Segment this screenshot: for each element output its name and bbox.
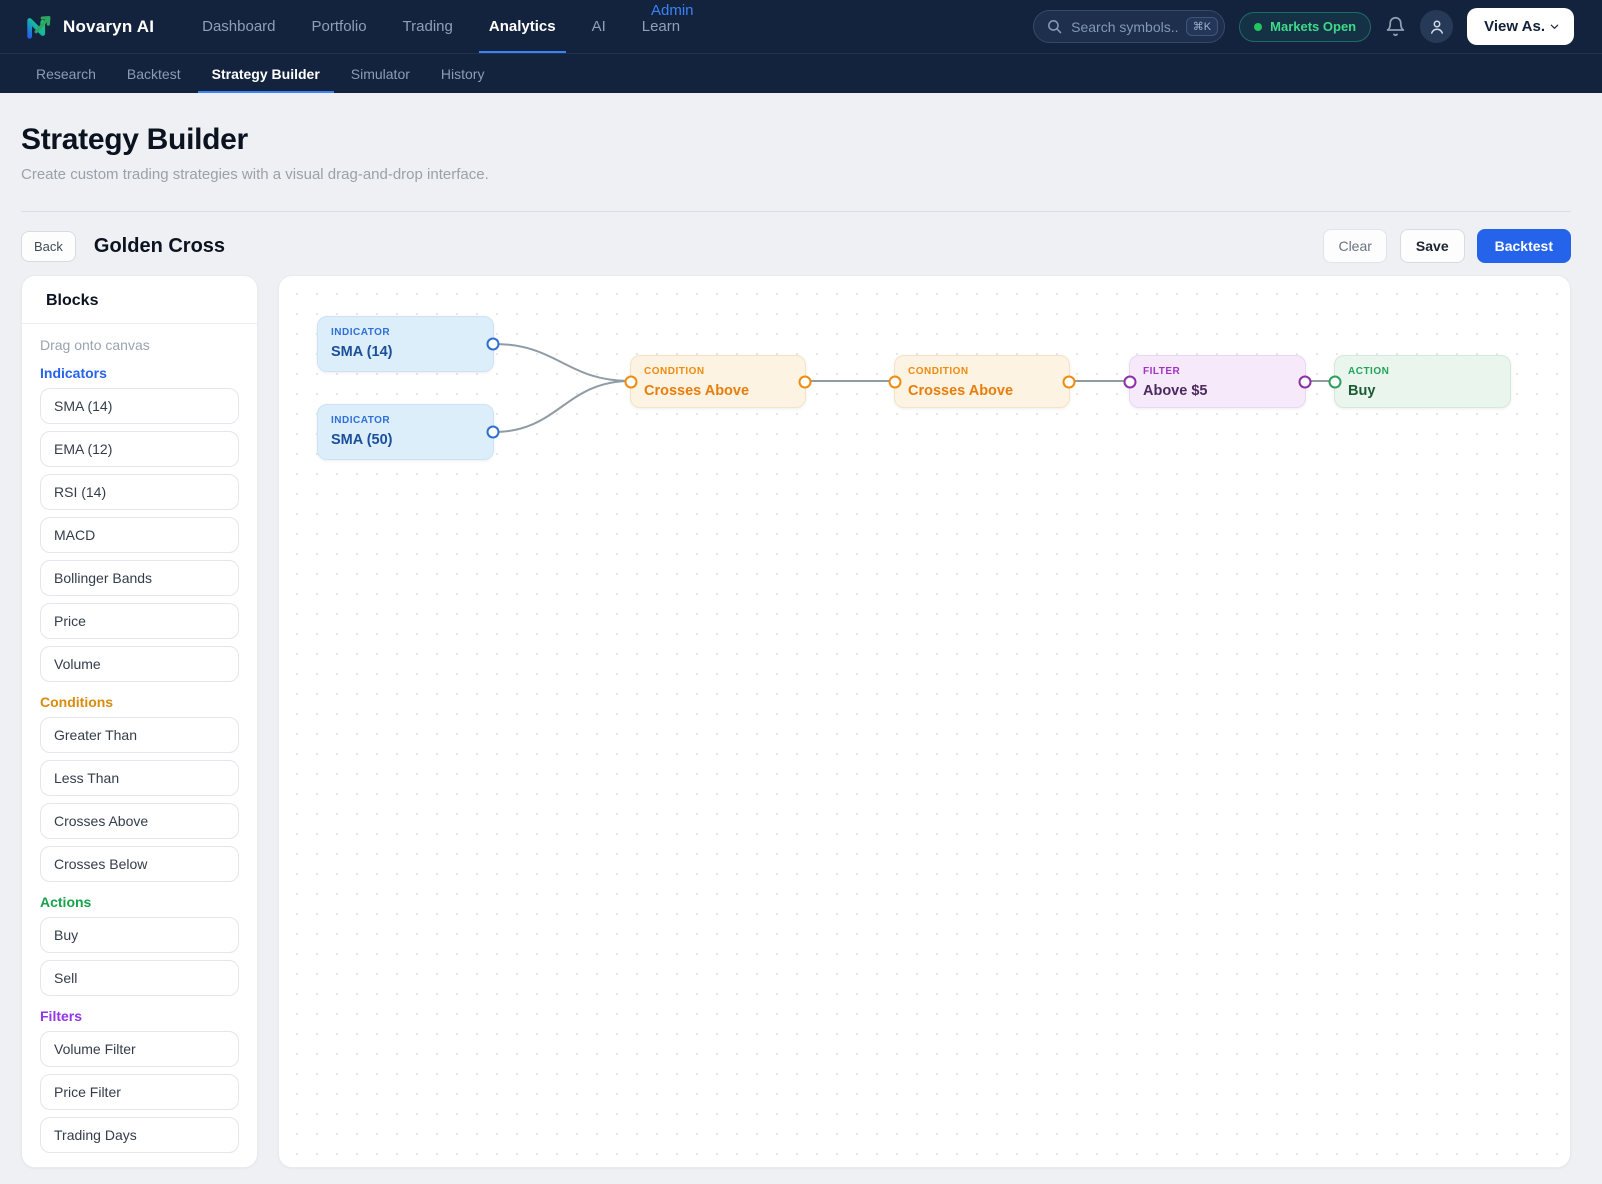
- keyboard-shortcut-badge: ⌘K: [1185, 17, 1219, 36]
- nav-item-portfolio[interactable]: Portfolio: [311, 18, 367, 35]
- secondary-nav: Research Backtest Strategy Builder Simulato…: [0, 53, 1602, 93]
- brand-name: Novaryn AI: [63, 16, 155, 36]
- port-in-cond-2[interactable]: [888, 375, 902, 388]
- node-type-label: INDICATOR: [331, 415, 391, 426]
- divider: [21, 211, 1571, 212]
- nav-item-analytics[interactable]: Analytics: [478, 0, 566, 53]
- node-action-1[interactable]: ACTION Buy: [1328, 355, 1511, 408]
- user-avatar[interactable]: [1420, 10, 1454, 43]
- node-title: Crosses Above: [644, 383, 750, 399]
- nav-item-admin[interactable]: Admin: [651, 2, 694, 19]
- port-in-cond-1[interactable]: [624, 375, 638, 388]
- page-content: Strategy Builder Create custom trading s…: [0, 123, 1602, 1168]
- strategy-name: Golden Cross: [93, 234, 226, 257]
- port-in-filter-1[interactable]: [1123, 375, 1137, 388]
- primary-nav: Dashboard Portfolio Trading Analytics AI Lear…: [200, 0, 682, 53]
- node-type-label: CONDITION: [644, 366, 705, 377]
- view-as-label: View As.: [1484, 18, 1545, 35]
- block-item-volume[interactable]: Volume: [40, 646, 239, 682]
- subnav-item-history[interactable]: History: [440, 65, 485, 82]
- section-label-actions: Actions: [40, 894, 92, 910]
- blocks-panel-title: Blocks: [22, 276, 257, 324]
- view-as-button[interactable]: View As.: [1467, 8, 1574, 45]
- block-item-crosses-below[interactable]: Crosses Below: [40, 846, 239, 882]
- node-cond-1[interactable]: CONDITION Crosses Above: [624, 355, 812, 408]
- node-cond-2[interactable]: CONDITION Crosses Above: [888, 355, 1076, 408]
- backtest-button[interactable]: Backtest: [1476, 229, 1571, 263]
- chevron-down-icon: [1549, 21, 1560, 32]
- port-out-sma-14[interactable]: [486, 337, 500, 351]
- block-item-sma-14[interactable]: SMA (14): [40, 388, 239, 424]
- market-status-label: Markets Open: [1270, 19, 1357, 34]
- block-item-price-filter[interactable]: Price Filter: [40, 1074, 239, 1110]
- port-out-sma-50[interactable]: [486, 425, 500, 439]
- save-button[interactable]: Save: [1399, 229, 1465, 263]
- block-item-buy[interactable]: Buy: [40, 917, 239, 953]
- block-item-volume-filter[interactable]: Volume Filter: [40, 1031, 239, 1067]
- node-title: Above $5: [1143, 383, 1208, 399]
- node-type-label: ACTION: [1348, 366, 1390, 377]
- back-button[interactable]: Back: [21, 230, 76, 262]
- block-item-trading-days[interactable]: Trading Days: [40, 1117, 239, 1153]
- block-item-greater-than[interactable]: Greater Than: [40, 717, 239, 753]
- subnav-item-research[interactable]: Research: [36, 65, 96, 82]
- port-out-cond-2[interactable]: [1062, 375, 1076, 388]
- page-subtitle: Create custom trading strategies with a …: [21, 166, 489, 183]
- status-dot-icon: [1254, 22, 1263, 31]
- node-title: SMA (50): [331, 432, 393, 448]
- node-filter-1[interactable]: FILTER Above $5: [1123, 355, 1312, 408]
- port-out-filter-1[interactable]: [1298, 375, 1312, 388]
- strategy-toolbar: Back Golden Cross Clear Save Backtest: [21, 229, 1571, 263]
- block-item-macd[interactable]: MACD: [40, 517, 239, 553]
- node-title: SMA (14): [331, 344, 393, 360]
- strategy-canvas[interactable]: INDICATOR SMA (14) INDICATOR SMA (50) CONDIT…: [278, 275, 1571, 1168]
- block-item-bollinger-bands[interactable]: Bollinger Bands: [40, 560, 239, 596]
- block-item-crosses-above[interactable]: Crosses Above: [40, 803, 239, 839]
- top-navbar: Novaryn AI Dashboard Portfolio Trading Anal…: [0, 0, 1602, 53]
- block-item-rsi-14[interactable]: RSI (14): [40, 474, 239, 510]
- nav-item-learn[interactable]: Learn: [641, 18, 681, 35]
- drag-hint: Drag onto canvas: [40, 337, 150, 353]
- notifications-bell-icon[interactable]: [1385, 16, 1406, 37]
- section-label-filters: Filters: [40, 1008, 83, 1024]
- subnav-item-strategy-builder[interactable]: Strategy Builder: [197, 54, 334, 93]
- node-sma-50[interactable]: INDICATOR SMA (50): [317, 404, 500, 460]
- clear-button[interactable]: Clear: [1323, 229, 1387, 263]
- node-title: Buy: [1348, 383, 1376, 399]
- node-type-label: CONDITION: [908, 366, 969, 377]
- subnav-item-backtest[interactable]: Backtest: [126, 65, 181, 82]
- brand-logo-icon[interactable]: [24, 12, 54, 42]
- node-type-label: FILTER: [1143, 366, 1181, 377]
- port-in-action-1[interactable]: [1328, 375, 1342, 388]
- section-label-conditions: Conditions: [40, 694, 114, 710]
- node-type-label: INDICATOR: [331, 327, 391, 338]
- market-status-badge: Markets Open: [1239, 11, 1372, 42]
- connection-edges: [493, 343, 1334, 433]
- nav-item-dashboard[interactable]: Dashboard: [202, 18, 276, 35]
- block-item-ema-12[interactable]: EMA (12): [40, 431, 239, 467]
- nav-item-trading[interactable]: Trading: [402, 18, 453, 35]
- search-input[interactable]: Search symbols... ⌘K: [1033, 10, 1226, 43]
- search-icon: [1046, 18, 1063, 35]
- nav-item-ai[interactable]: AI: [591, 18, 606, 35]
- search-placeholder: Search symbols...: [1071, 18, 1178, 35]
- port-out-cond-1[interactable]: [798, 375, 812, 388]
- node-title: Crosses Above: [908, 383, 1014, 399]
- section-label-indicators: Indicators: [40, 365, 107, 381]
- subnav-item-simulator[interactable]: Simulator: [350, 65, 410, 82]
- node-sma-14[interactable]: INDICATOR SMA (14): [317, 316, 500, 372]
- page-title: Strategy Builder: [21, 123, 248, 156]
- block-item-sell[interactable]: Sell: [40, 960, 239, 996]
- block-item-less-than[interactable]: Less Than: [40, 760, 239, 796]
- block-item-price[interactable]: Price: [40, 603, 239, 639]
